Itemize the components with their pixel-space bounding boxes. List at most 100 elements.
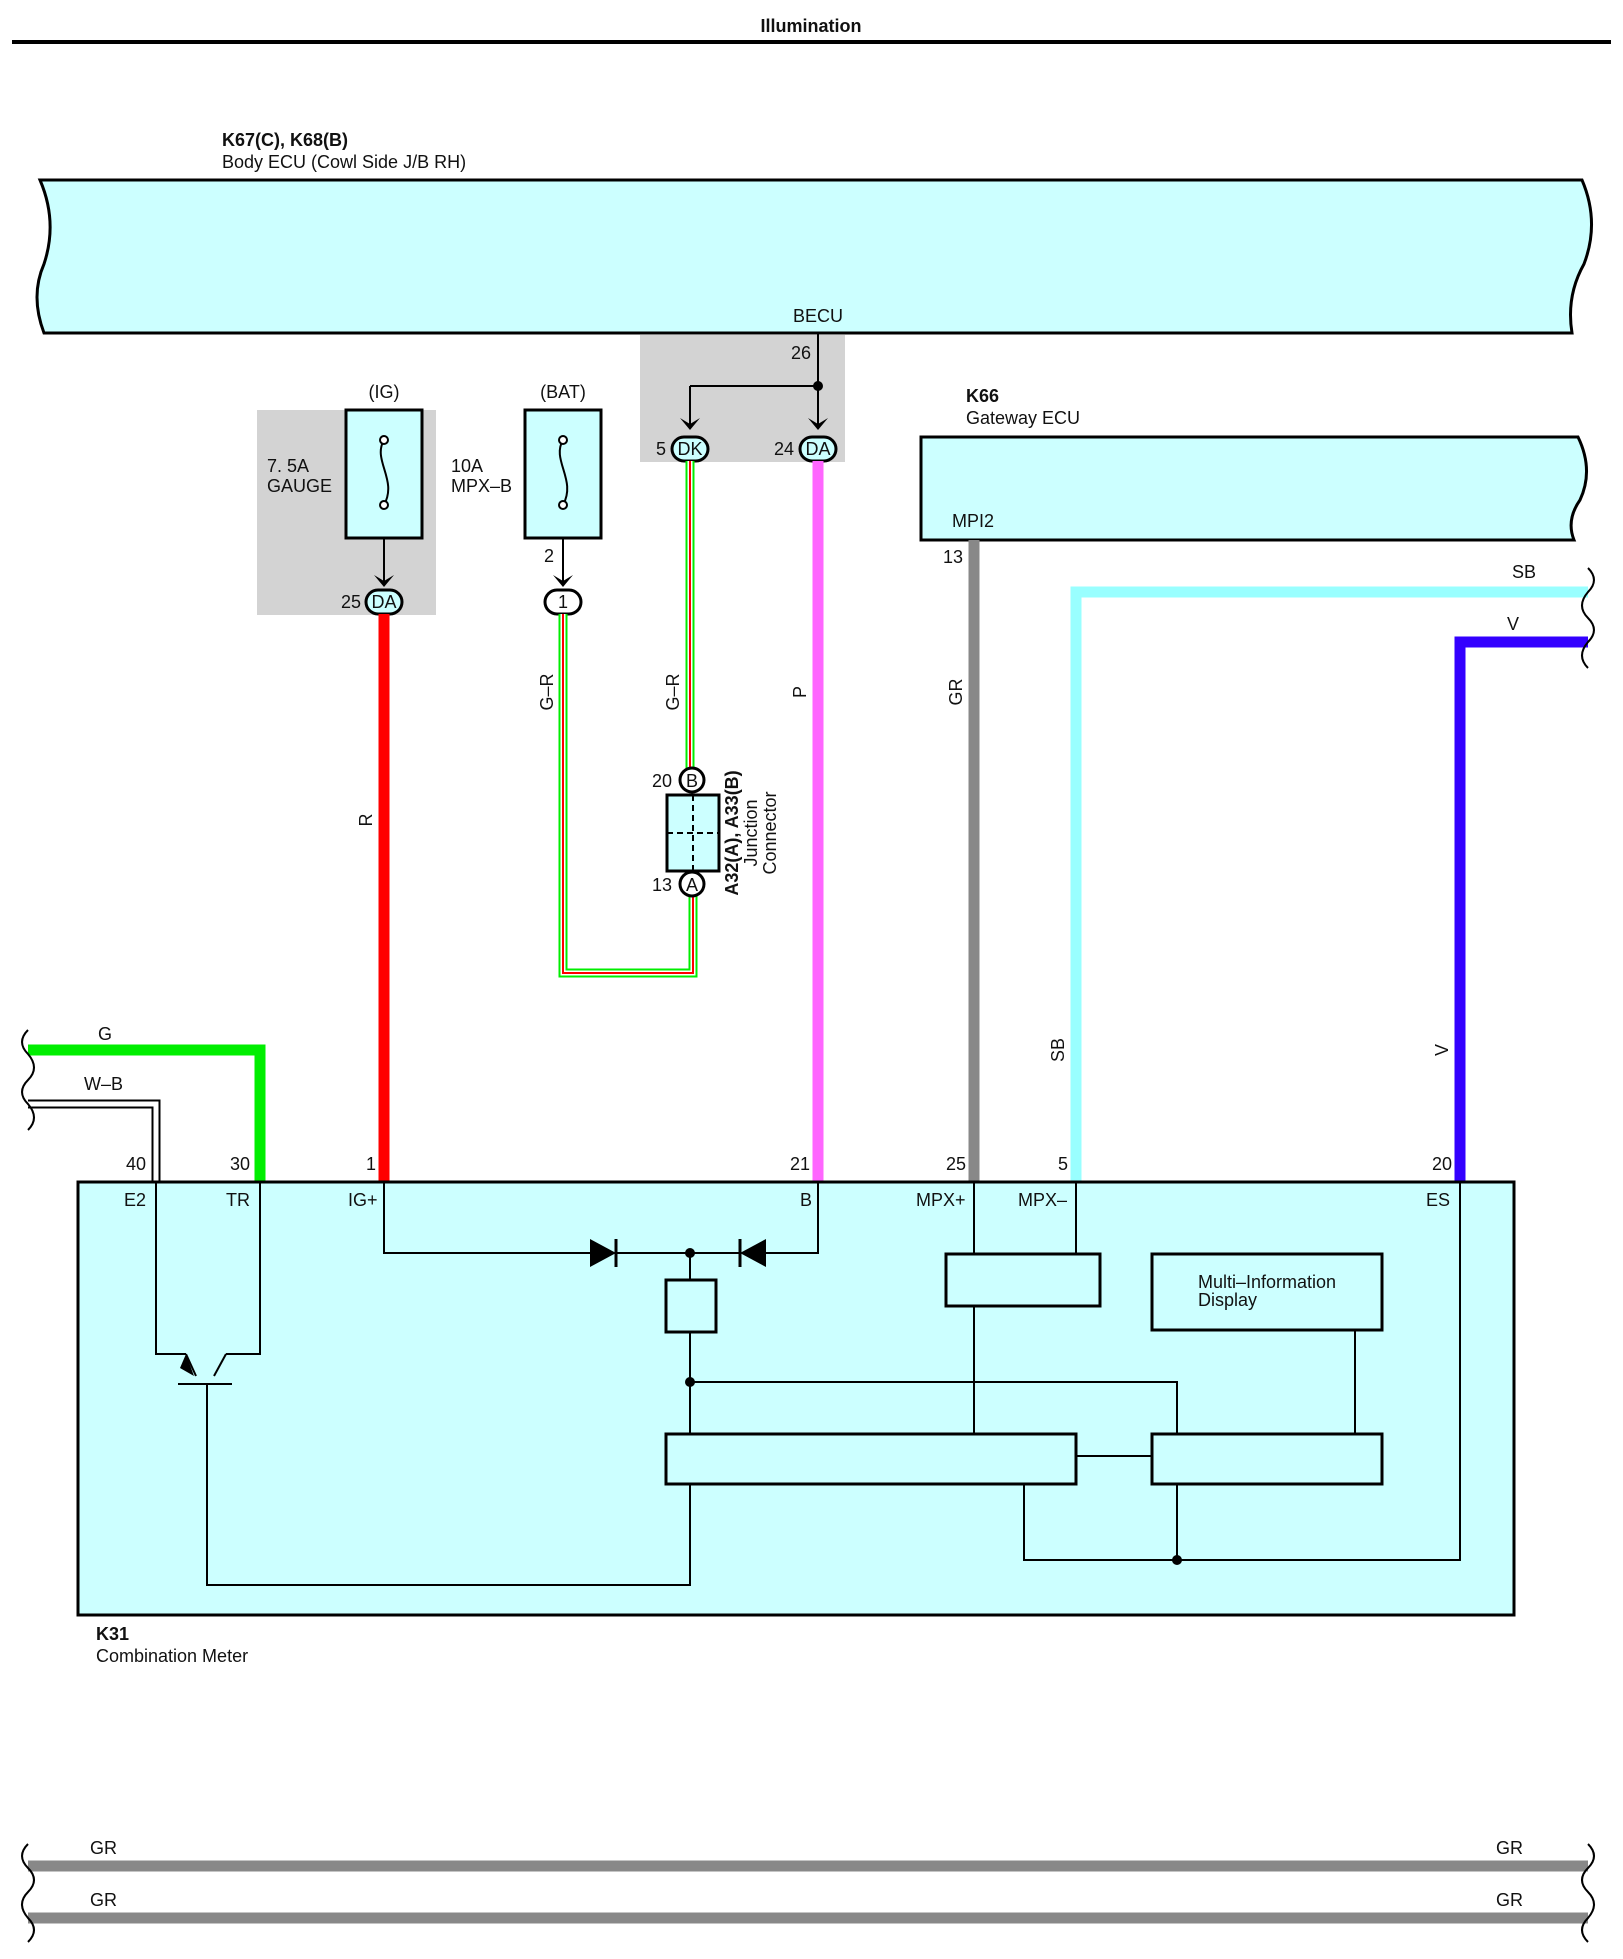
mid-label-1: Multi–Information — [1198, 1272, 1336, 1292]
meter-pin-ig: 1 — [366, 1154, 376, 1174]
meter-terminal-mpx-plus: MPX+ — [916, 1190, 966, 1210]
driver-block — [1150, 1432, 1384, 1486]
right-break-icon — [1581, 567, 1595, 669]
meter-pin-mpx-plus: 25 — [946, 1154, 966, 1174]
junction-connector-a — [678, 870, 706, 898]
da-connector-label: DA — [805, 439, 830, 459]
dk-pin: 5 — [656, 439, 666, 459]
diode-ig-icon — [590, 1239, 616, 1267]
bottom-wire-2-left: GR — [90, 1890, 117, 1910]
wire-label-g: G — [98, 1024, 112, 1044]
gateway-pin: 13 — [943, 547, 963, 567]
left-break-icon — [21, 1029, 35, 1131]
wire-label-g-r-2: G–R — [663, 673, 683, 710]
mpx-interface-block — [944, 1252, 1102, 1308]
transistor-emitter-arrow — [180, 1354, 194, 1376]
wire-label-v-top: V — [1507, 614, 1519, 634]
junction-name-1: Junction — [741, 799, 761, 866]
bat-connector-label: 1 — [558, 592, 568, 612]
g-r-wire-1-tracer — [562, 614, 694, 974]
diode-junction-dot — [685, 1248, 695, 1258]
meter-terminal-mpx-minus: MPX– — [1018, 1190, 1067, 1210]
ig-fuse-icon — [379, 439, 390, 506]
meter-terminal-es: ES — [1426, 1190, 1450, 1210]
bottom-wire-1-right: GR — [1496, 1838, 1523, 1858]
green-wire — [28, 1044, 266, 1182]
ig-pin: 25 — [341, 592, 361, 612]
wire-label-wb: W–B — [84, 1074, 123, 1094]
ig-arrow-icon — [374, 575, 394, 587]
multi-information-display — [1150, 1252, 1384, 1332]
bat-arrow-icon — [553, 575, 573, 587]
bottom-left-break-icon — [21, 1843, 35, 1943]
meter-pin-tr: 30 — [230, 1154, 250, 1174]
bat-fuse-icon — [558, 439, 569, 506]
wire-label-r: R — [356, 814, 376, 827]
junction-pin-bottom: 13 — [652, 875, 672, 895]
page-title: Illumination — [761, 16, 862, 36]
diode-b-icon — [740, 1239, 766, 1267]
regulator-block — [664, 1278, 718, 1334]
junction-id: A32(A), A33(B) — [722, 770, 742, 895]
bat-fuse-box — [523, 408, 603, 540]
meter-pin-mpx-minus: 5 — [1058, 1154, 1068, 1174]
dk-arrow-icon — [680, 418, 700, 430]
ground-junction-dot — [1172, 1555, 1182, 1565]
wire-label-v-side: V — [1432, 1044, 1452, 1056]
combination-meter-box — [76, 1180, 1516, 1617]
bottom-wire-1-left: GR — [90, 1838, 117, 1858]
cpu-block — [664, 1432, 1078, 1486]
meter-terminal-ig: IG+ — [348, 1190, 378, 1210]
ig-fuse-name: GAUGE — [267, 476, 332, 496]
gateway-terminal: MPI2 — [952, 511, 994, 531]
junction-conn-top: B — [686, 771, 698, 791]
ig-fuse-rating: 7. 5A — [267, 456, 309, 476]
meter-internal-circuit — [155, 1182, 1461, 1586]
body-ecu-id: K67(C), K68(B) — [222, 130, 348, 150]
bat-fuse-rating: 10A — [451, 456, 483, 476]
ig-fuse-box — [344, 408, 424, 540]
ig-supply-label: (IG) — [369, 382, 400, 402]
wire-label-sb-top: SB — [1512, 562, 1536, 582]
sky-blue-wire — [1070, 586, 1588, 1182]
meter-name: Combination Meter — [96, 1646, 248, 1666]
meter-pin-e2: 40 — [126, 1154, 146, 1174]
mid-label-2: Display — [1198, 1290, 1257, 1310]
gateway-ecu-box — [919, 435, 1589, 542]
junction-connector-b — [678, 766, 706, 794]
junction-pin-top: 20 — [652, 771, 672, 791]
bat-fuse-name: MPX–B — [451, 476, 512, 496]
bottom-wire-2-right: GR — [1496, 1890, 1523, 1910]
meter-pin-b: 21 — [790, 1154, 810, 1174]
becu-terminal: BECU — [793, 306, 843, 326]
wire-label-gr: GR — [946, 678, 966, 705]
wire-label-p: P — [790, 686, 810, 698]
bat-fuse-terminal-bottom — [558, 500, 568, 510]
junction-conn-bottom: A — [686, 875, 698, 895]
ig-fuse-terminal-bottom — [379, 500, 389, 510]
gateway-ecu-name: Gateway ECU — [966, 408, 1080, 428]
ig-connector-label: DA — [371, 592, 396, 612]
meter-terminal-tr: TR — [226, 1190, 250, 1210]
meter-id: K31 — [96, 1624, 129, 1644]
white-black-wire-core — [28, 1101, 159, 1182]
violet-wire — [1454, 636, 1588, 1182]
body-ecu-box — [35, 178, 1593, 335]
meter-terminal-e2: E2 — [124, 1190, 146, 1210]
bat-fuse-terminal-top — [558, 435, 568, 445]
bottom-right-break-icon — [1581, 1843, 1595, 1943]
supply-junction-dot — [685, 1377, 695, 1387]
wire-label-sb-side: SB — [1048, 1038, 1068, 1062]
ig-fuse-terminal-top — [379, 435, 389, 445]
da-pin: 24 — [774, 439, 794, 459]
bat-fuse-pin: 2 — [544, 546, 554, 566]
bat-supply-label: (BAT) — [540, 382, 586, 402]
da-arrow-icon — [808, 418, 828, 430]
meter-terminal-b: B — [800, 1190, 812, 1210]
meter-pin-es: 20 — [1432, 1154, 1452, 1174]
body-ecu-name: Body ECU (Cowl Side J/B RH) — [222, 152, 466, 172]
becu-pin: 26 — [791, 343, 811, 363]
dk-connector-label: DK — [677, 439, 702, 459]
gateway-ecu-id: K66 — [966, 386, 999, 406]
